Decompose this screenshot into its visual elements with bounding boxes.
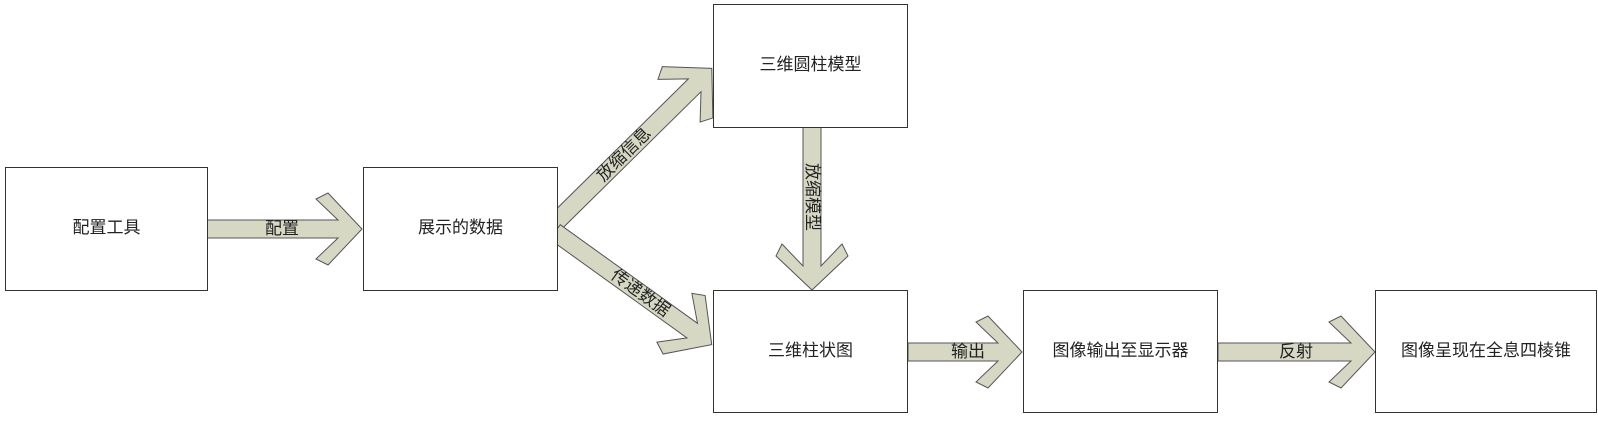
arrow-reflect: 反射	[1217, 315, 1376, 389]
node-label: 三维圆柱模型	[759, 55, 862, 76]
arrow-shape	[1217, 315, 1376, 389]
arrow-label-scale-model: 放缩模型	[802, 163, 822, 231]
arrow-label-reflect: 反射	[1279, 342, 1313, 362]
node-label: 三维柱状图	[768, 340, 853, 361]
arrow-label-pass-data: 传递数据	[607, 265, 674, 321]
arrow-shape	[545, 66, 714, 233]
arrow-label-output: 输出	[951, 342, 985, 362]
arrow-shape	[907, 315, 1023, 389]
node-label: 图像呈现在全息四棱锥	[1401, 340, 1571, 361]
arrow-shape	[549, 223, 713, 355]
arrow-pass-data: 传递数据	[549, 223, 713, 355]
node-bar-chart-3d: 三维柱状图	[713, 290, 908, 413]
node-label: 配置工具	[72, 218, 141, 239]
arrow-label-scale-info: 放缩信息	[593, 124, 655, 186]
arrow-shape	[775, 126, 849, 291]
arrow-label-configure: 配置	[265, 219, 299, 239]
node-label: 展示的数据	[418, 218, 503, 239]
arrow-shape	[206, 192, 363, 266]
node-display-data: 展示的数据	[363, 167, 558, 291]
node-config-tool: 配置工具	[5, 167, 208, 291]
node-cylinder-model: 三维圆柱模型	[713, 4, 908, 128]
node-label: 图像输出至显示器	[1052, 340, 1189, 361]
arrow-output: 输出	[907, 315, 1023, 389]
node-hologram: 图像呈现在全息四棱锥	[1375, 290, 1597, 413]
arrow-configure: 配置	[206, 192, 363, 266]
arrow-scale-model: 放缩模型	[775, 126, 849, 291]
arrow-scale-info: 放缩信息	[545, 66, 714, 233]
node-output-display: 图像输出至显示器	[1023, 290, 1218, 413]
